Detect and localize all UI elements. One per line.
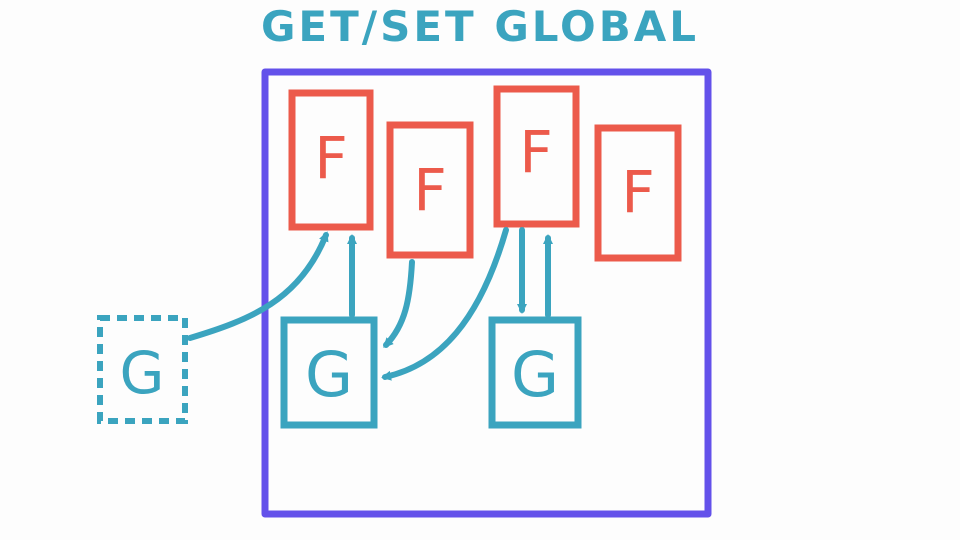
function-box-label: F bbox=[621, 158, 654, 226]
arrow-get-outside-to-f1 bbox=[187, 231, 329, 341]
function-box-label: F bbox=[519, 118, 552, 186]
global-box-outside: G bbox=[97, 315, 188, 424]
function-box: F bbox=[594, 124, 682, 262]
diagram-title: GET/SET GLOBAL bbox=[260, 2, 700, 51]
function-box: F bbox=[386, 121, 474, 259]
function-box: F bbox=[493, 85, 580, 228]
global-box: G bbox=[280, 316, 378, 429]
global-box-label: G bbox=[120, 339, 165, 407]
arrow-set-f3-to-g1 bbox=[381, 227, 509, 381]
function-box-label: F bbox=[413, 156, 446, 224]
function-box: F bbox=[288, 89, 374, 231]
arrow-set-f2-to-g1 bbox=[383, 259, 415, 348]
scope-frame bbox=[261, 68, 712, 518]
global-box: G bbox=[488, 316, 582, 429]
global-box-label: G bbox=[511, 338, 559, 411]
function-box-label: F bbox=[314, 124, 347, 192]
global-box-label: G bbox=[305, 338, 353, 411]
